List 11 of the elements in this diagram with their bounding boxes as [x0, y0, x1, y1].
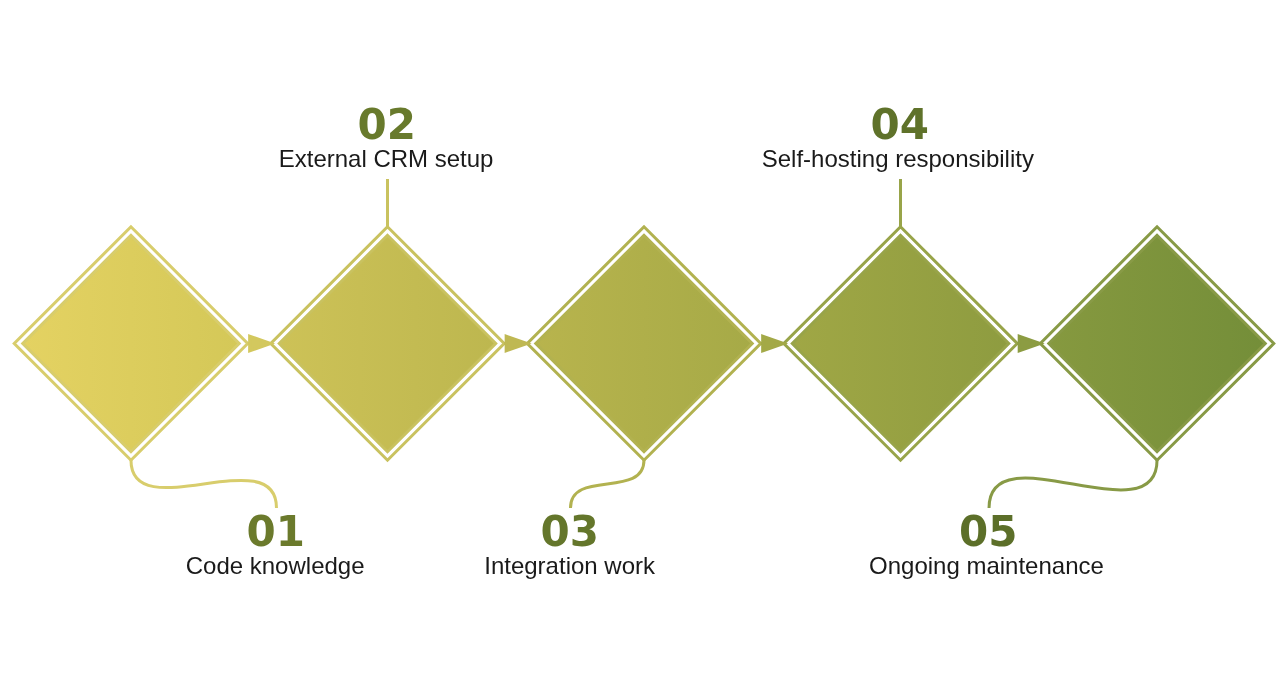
connector	[899, 178, 903, 227]
connector	[129, 459, 278, 508]
node-diamond	[1038, 224, 1276, 462]
node-text: 04 Self-hosting responsibility	[761, 99, 1034, 172]
connector	[987, 459, 1159, 508]
connector	[386, 178, 389, 227]
node-text: 01 Code knowledge	[185, 506, 365, 579]
node-text: 05 Ongoing maintenance	[869, 506, 1104, 579]
node-text: 03 Integration work	[484, 506, 656, 579]
connector	[569, 459, 646, 508]
node-text: 02 External CRM setup	[278, 99, 494, 172]
